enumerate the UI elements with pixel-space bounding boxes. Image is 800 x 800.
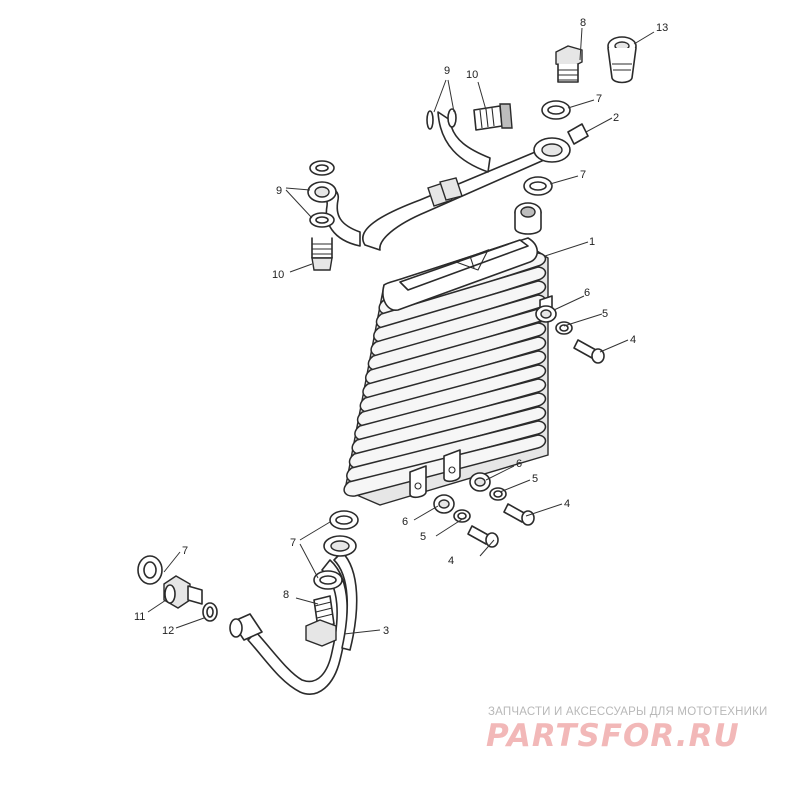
radiator-fin [370, 294, 547, 357]
callout-10a: 10 [466, 69, 478, 81]
banjo-washer-group-left [307, 160, 337, 271]
union-fitting-11 [163, 575, 203, 609]
callout-3: 3 [383, 625, 389, 637]
radiator-fin [354, 378, 547, 441]
lower-oil-hose [229, 535, 358, 695]
callout-10b: 10 [272, 269, 284, 281]
callout-5b: 5 [532, 473, 538, 485]
callout-6b: 6 [516, 458, 522, 470]
adapter-13 [607, 36, 637, 84]
watermark-subtitle: ЗАПЧАСТИ И АКСЕССУАРЫ ДЛЯ МОТОТЕХНИКИ [488, 706, 768, 718]
radiator-fin [346, 420, 547, 483]
callout-4b: 4 [564, 498, 570, 510]
callout-7b: 7 [580, 169, 586, 181]
callout-8b: 8 [283, 589, 289, 601]
callout-13: 13 [656, 22, 668, 34]
callout-6a: 6 [584, 287, 590, 299]
sealing-washers [137, 100, 571, 590]
callout-5a: 5 [602, 308, 608, 320]
callout-11: 11 [134, 611, 145, 623]
radiator-fin [375, 266, 547, 329]
callout-4a: 4 [630, 334, 636, 346]
callout-1: 1 [589, 236, 595, 248]
radiator-fin [348, 406, 547, 469]
leader-lines [147, 27, 655, 635]
radiator-fin [362, 336, 547, 399]
banjo-bolt-top [555, 45, 583, 83]
banjo-bolt-lower [305, 595, 337, 647]
callout-12: 12 [162, 625, 174, 637]
callout-6c: 6 [402, 516, 408, 528]
radiator-fin [364, 322, 547, 385]
callout-8a: 8 [580, 17, 586, 29]
callout-4c: 4 [448, 555, 454, 567]
radiator-fin [373, 280, 547, 343]
callout-9a: 9 [444, 65, 450, 77]
callout-7c: 7 [290, 537, 296, 549]
watermark-brand-logo: PARTSFOR.RU [486, 718, 740, 754]
callout-labels: 1 2 3 4 4 4 5 5 5 6 6 6 7 7 7 7 7 8 8 9 … [134, 17, 668, 637]
callout-7a: 7 [596, 93, 602, 105]
callout-2: 2 [613, 112, 619, 124]
radiator-fin [356, 364, 547, 427]
o-ring-12 [202, 602, 218, 622]
radiator-fin [359, 350, 547, 413]
banjo-washer-group-top [426, 103, 513, 131]
callout-7d: 7 [182, 545, 188, 557]
callout-9b: 9 [276, 185, 282, 197]
radiator-fin [351, 392, 547, 455]
callout-5c: 5 [420, 531, 426, 543]
